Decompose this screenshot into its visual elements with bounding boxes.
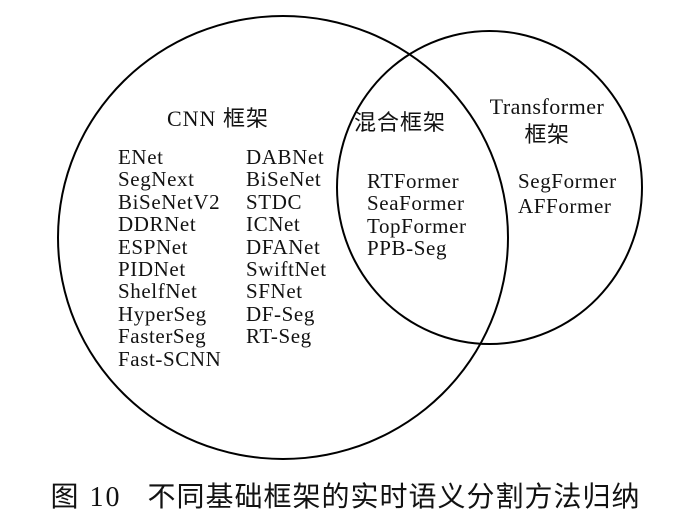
list-item: BiSeNetV2: [118, 189, 221, 214]
list-item: BiSeNet: [246, 167, 322, 192]
list-item: ESPNet: [118, 234, 189, 259]
list-item: DABNet: [246, 145, 325, 169]
list-item: PPB-Seg: [367, 236, 448, 261]
cnn-region-label: CNN 框架: [167, 106, 269, 131]
list-item: ENet: [118, 145, 164, 169]
list-item: SegFormer: [518, 169, 617, 193]
figure-caption-text: 不同基础框架的实时语义分割方法归纳: [147, 482, 641, 513]
list-item: ShelfNet: [118, 279, 198, 304]
list-item: SFNet: [246, 279, 303, 304]
list-item: RTFormer: [367, 169, 460, 193]
list-item: SeaFormer: [367, 191, 465, 216]
list-item: DF-Seg: [246, 301, 315, 326]
hybrid-region-label: 混合框架: [354, 110, 447, 135]
list-item: FasterSeg: [118, 324, 207, 349]
list-item: SegNext: [118, 167, 195, 192]
list-item: Fast-SCNN: [118, 346, 222, 371]
list-item: RT-Seg: [246, 324, 312, 349]
transformer-region-label: Transformer 框架: [462, 93, 632, 149]
list-item: PIDNet: [118, 257, 186, 282]
figure-caption-number: 图 10: [50, 482, 122, 513]
list-item: DFANet: [246, 234, 321, 259]
figure-caption: 图 10 不同基础框架的实时语义分割方法归纳: [0, 475, 691, 515]
list-item: ICNet: [246, 212, 301, 237]
list-item: SwiftNet: [246, 257, 327, 282]
transformer-label-line2: 框架: [524, 122, 570, 147]
list-item: HyperSeg: [118, 301, 207, 326]
list-item: TopFormer: [367, 213, 467, 238]
list-item: AFFormer: [518, 194, 612, 218]
transformer-circle: [336, 30, 643, 345]
transformer-label-line1: Transformer: [489, 94, 605, 119]
list-item: STDC: [246, 189, 303, 214]
list-item: DDRNet: [118, 212, 197, 237]
